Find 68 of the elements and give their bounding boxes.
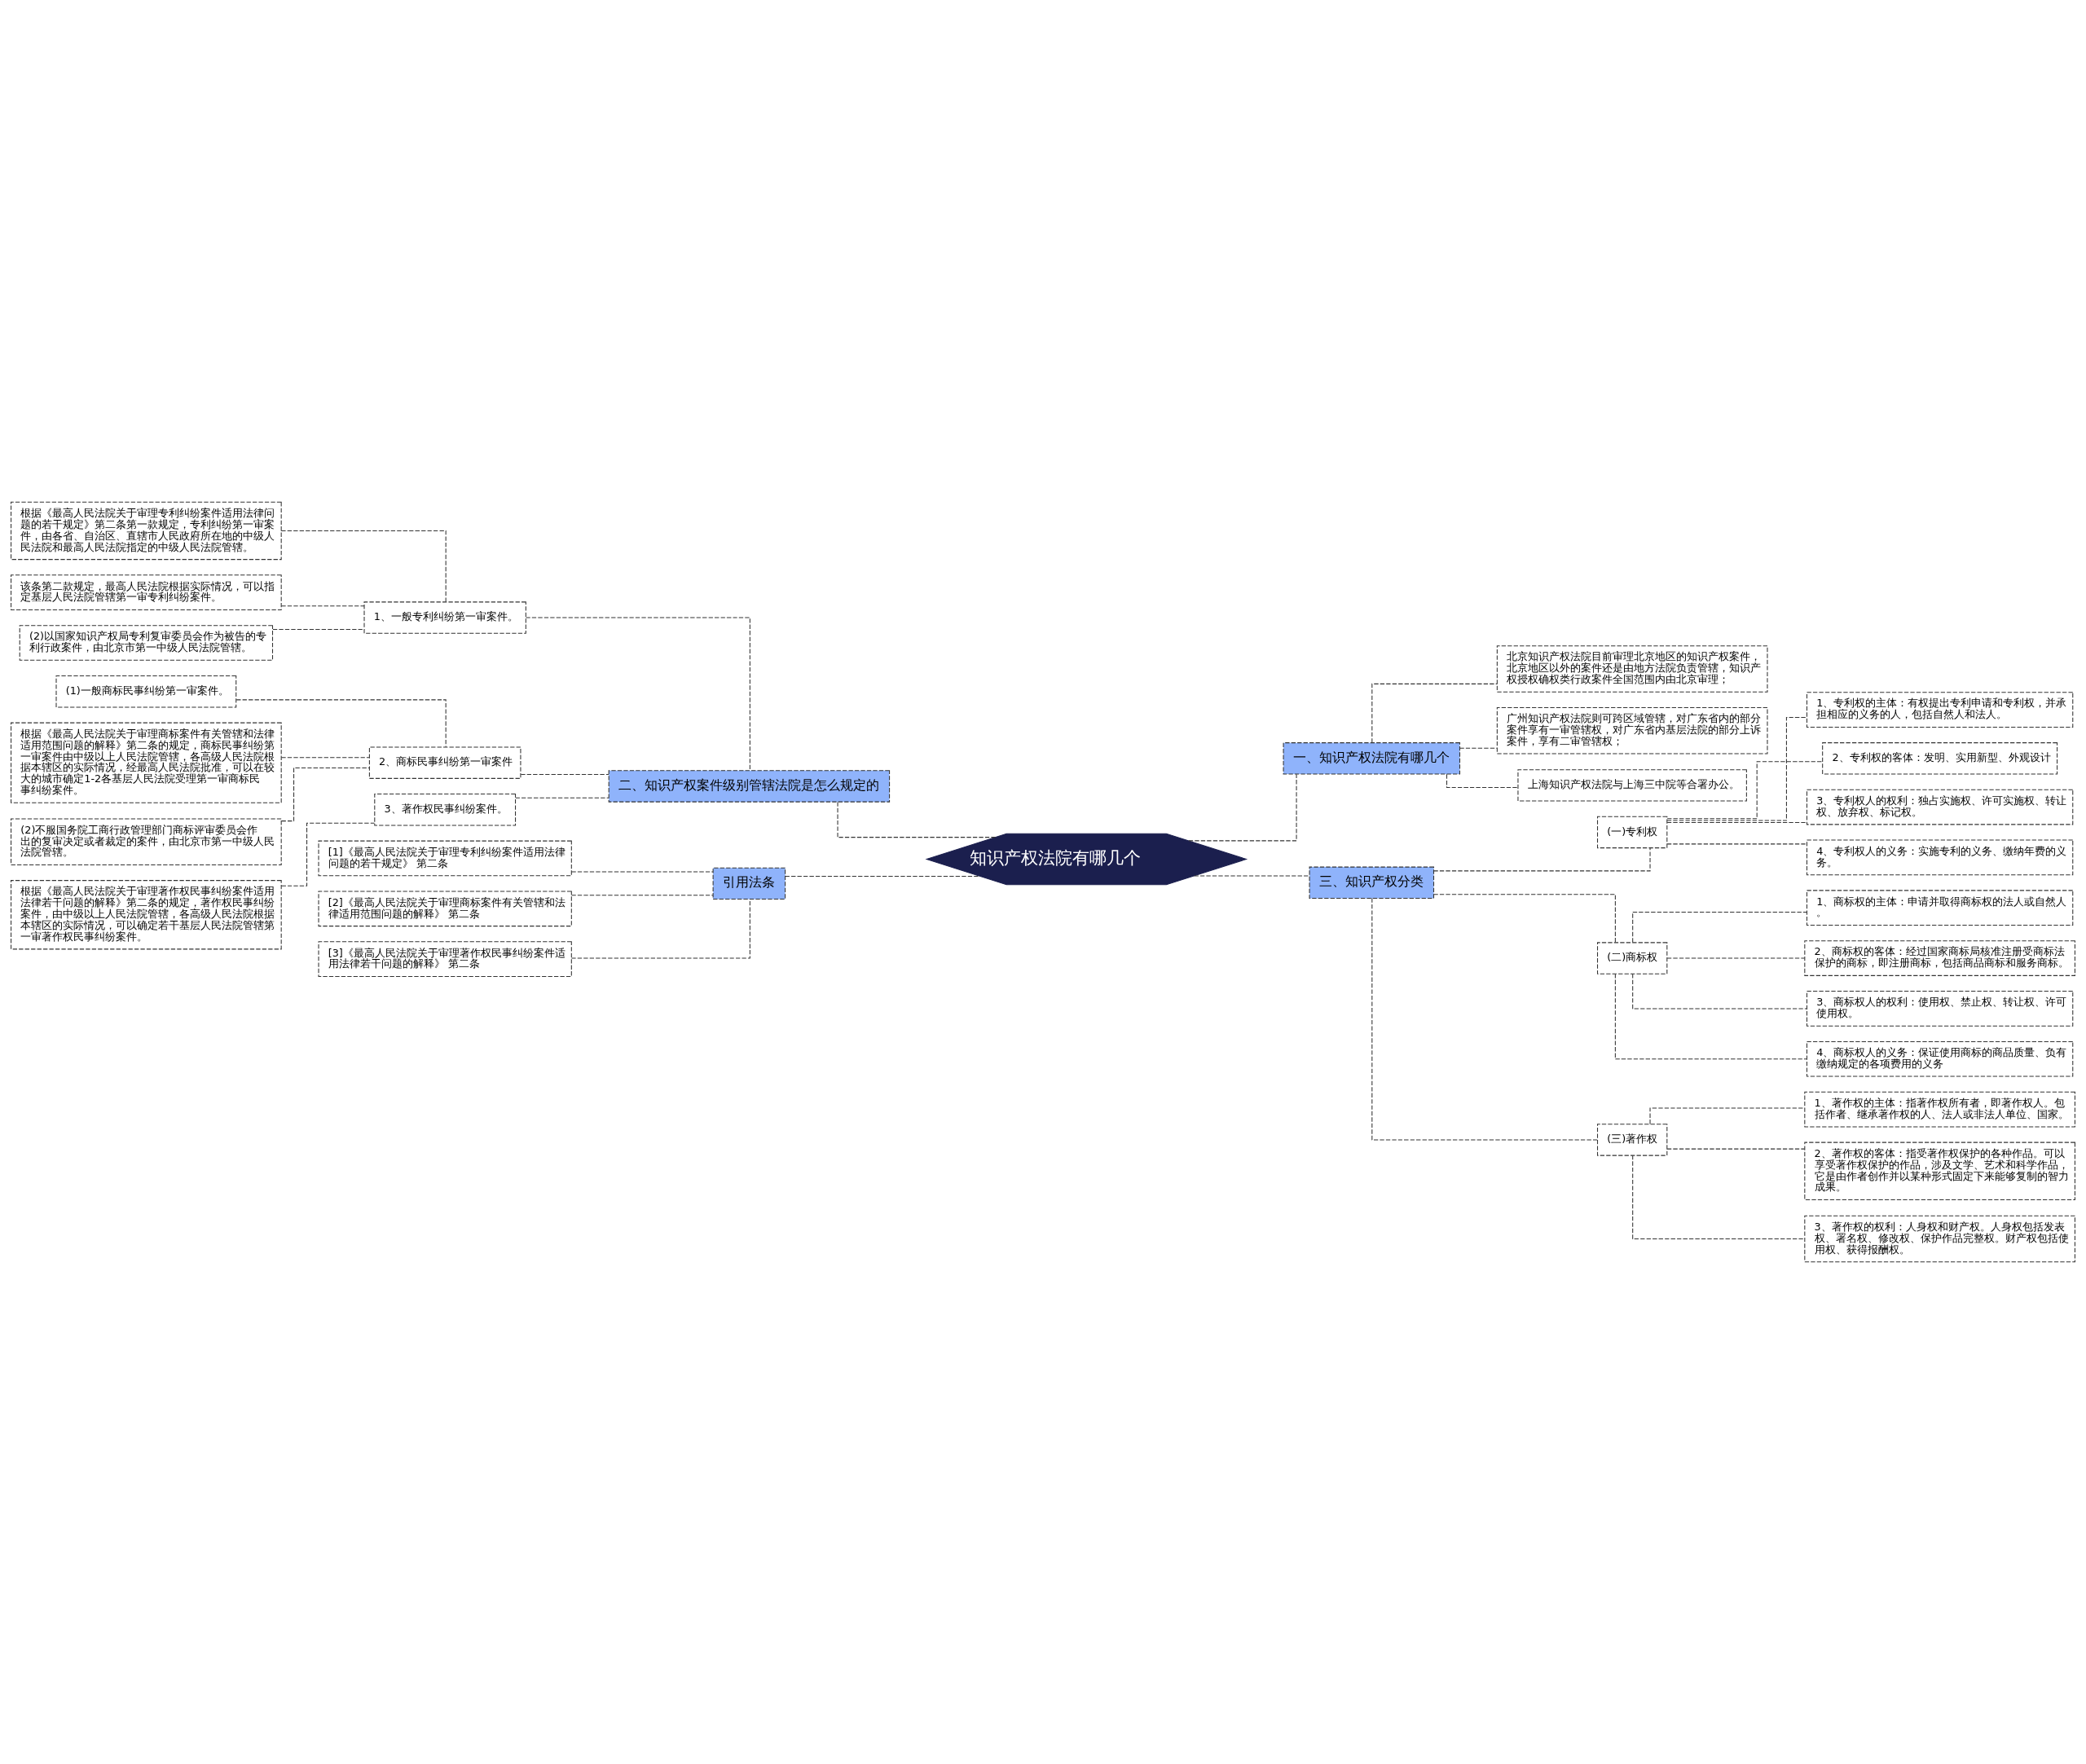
node-box: 3、商标权人的权利：使用权、禁止权、转让权、许可使用权。 [1806, 991, 2074, 1027]
node-box: 4、专利权人的义务：实施专利的义务、缴纳年费的义务。 [1806, 839, 2074, 876]
node-box: (三)著作权 [1597, 1124, 1668, 1156]
node-box: 2、商标民事纠纷第一审案件 [368, 746, 522, 779]
connector [785, 876, 981, 878]
node-box: 2、商标权的客体：经过国家商标局核准注册受商标法保护的商标，即注册商标，包括商品商标和服务商标。 [1804, 940, 2075, 976]
connector [1194, 875, 1310, 877]
connector [570, 871, 714, 873]
connector [515, 797, 610, 798]
connector [280, 768, 370, 822]
connector [1433, 894, 1616, 944]
connector [272, 628, 365, 630]
connector [280, 757, 370, 759]
node-box: (一)专利权 [1597, 816, 1668, 849]
node-box: 该条第二款规定，最高人民法院根据实际情况，可以指定基层人民法院管辖第一审专利纠纷案件。 [11, 574, 282, 610]
connector [1632, 912, 1807, 944]
node-box: 1、专利权的主体：有权提出专利申请和专利权，并承担相应的义务的人，包括自然人和法人。 [1806, 692, 2074, 728]
connector [1666, 843, 1807, 845]
connector [235, 699, 447, 748]
node-box: 根据《最高人民法院关于审理商标案件有关管辖和法律适用范围问题的解释》第二条的规定，商标民事纠纷第一审案件由中级以上人民法院管辖，各高级人民法院根据本辖区的实际情况，经最高人民法院批准，可以在较大的城市确定1-2各基层人民法院受理第一审商标民事纠纷案件。 [11, 722, 282, 803]
node-box: 一、知识产权法院有哪几个 [1283, 742, 1461, 775]
node-box: 上海知识产权法院与上海三中院等合署办公。 [1517, 769, 1747, 802]
connector [520, 774, 610, 776]
node-box: [2]《最高人民法院关于审理商标案件有关管辖和法律适用范围问题的解释》 第二条 [318, 891, 572, 927]
node-box: [1]《最高人民法院关于审理专利纠纷案件适用法律问题的若干规定》 第二条 [318, 840, 572, 877]
node-box: 1、一般专利纠纷第一审案件。 [363, 601, 526, 634]
connector [837, 801, 996, 838]
node-box: 3、著作权民事纠纷案件。 [374, 794, 517, 826]
node-box: (1)一般商标民事纠纷第一审案件。 [55, 675, 237, 708]
node-box: 二、知识产权案件级别管辖法院是怎么规定的 [608, 770, 891, 803]
node-box: 4、商标权人的义务：保证使用商标的商品质量、负有缴纳规定的各项费用的义务 [1806, 1040, 2074, 1077]
node-box: 1、著作权的主体：指著作权所有者，即著作权人。包括作者、继承著作权的人、法人或非法人单位、国家。 [1804, 1091, 2075, 1128]
node-box: 3、专利权人的权利：独占实施权、许可实施权、转让权、放弃权、标记权。 [1806, 789, 2074, 825]
node-box: 3、著作权的权利：人身权和财产权。人身权包括发表权、署名权、修改权、保护作品完整权。财产权包括使用权、获得报酬权。 [1804, 1215, 2075, 1263]
node-box: 2、著作权的客体：指受著作权保护的各种作品。可以享受著作权保护的作品，涉及文学、艺术和科学作品，它是由作者创作并以某种形式固定下来能够复制的智力成果。 [1804, 1142, 2075, 1201]
node-box: (2)不服国务院工商行政管理部门商标评审委员会作出的复审决定或者裁定的案件，由北京市第一中级人民法院管辖。 [11, 818, 282, 865]
node-box: 广州知识产权法院则可跨区域管辖，对广东省内的部分案件享有一审管辖权，对广东省内基层法院的部分上诉案件，享有二审管辖权； [1496, 706, 1768, 754]
node-box: 2、专利权的客体：发明、实用新型、外观设计 [1822, 742, 2058, 775]
connector [570, 899, 750, 959]
connector [1632, 1155, 1806, 1239]
node-box: 根据《最高人民法院关于审理著作权民事纠纷案件适用法律若干问题的解释》第二条的规定，著作权民事纠纷案件，由中级以上人民法院管辖，各高级人民法院根据本辖区的实际情况，可以确定若干基层人民法院管辖第一审著作权民事纠纷案件。 [11, 880, 282, 950]
node-box: 1、商标权的主体：申请并取得商标权的法人或自然人。 [1806, 890, 2074, 926]
connector [1649, 1107, 1806, 1124]
node-box: (二)商标权 [1597, 942, 1668, 974]
connector [1666, 821, 1807, 823]
connector [1632, 973, 1807, 1010]
node-box: 引用法条 [712, 867, 786, 900]
connector [1188, 773, 1297, 842]
node-box: (2)以国家知识产权局专利复审委员会作为被告的专利行政案件，由北京市第一中级人民法院管辖。 [19, 625, 274, 661]
connector [1446, 773, 1519, 789]
connector [525, 617, 750, 771]
connector [1459, 747, 1498, 749]
connector [280, 822, 375, 886]
connector [280, 605, 365, 607]
connector [280, 530, 447, 603]
connector [1433, 847, 1651, 872]
connector [1666, 957, 1806, 959]
node-box: 三、知识产权分类 [1309, 866, 1435, 900]
connector [1371, 898, 1598, 1141]
connector [1371, 683, 1498, 743]
node-box: [3]《最高人民法院关于审理著作权民事纠纷案件适用法律若干问题的解释》 第二条 [318, 941, 572, 977]
connector [1666, 1148, 1806, 1150]
connector [1666, 761, 1824, 820]
node-box: 北京知识产权法院目前审理北京地区的知识产权案件，北京地区以外的案件还是由地方法院负责管辖，知识产权授权确权类行政案件全国范围内由北京审理； [1496, 645, 1768, 693]
connector [1614, 973, 1807, 1060]
connector [1666, 716, 1807, 821]
connector [570, 895, 714, 896]
node-box: 根据《最高人民法院关于审理专利纠纷案件适用法律问题的若干规定》第二条第一款规定，专利纠纷第一审案件，由各省、自治区、直辖市人民政府所在地的中级人民法院和最高人民法院指定的中级人民法院管辖。 [11, 501, 282, 561]
